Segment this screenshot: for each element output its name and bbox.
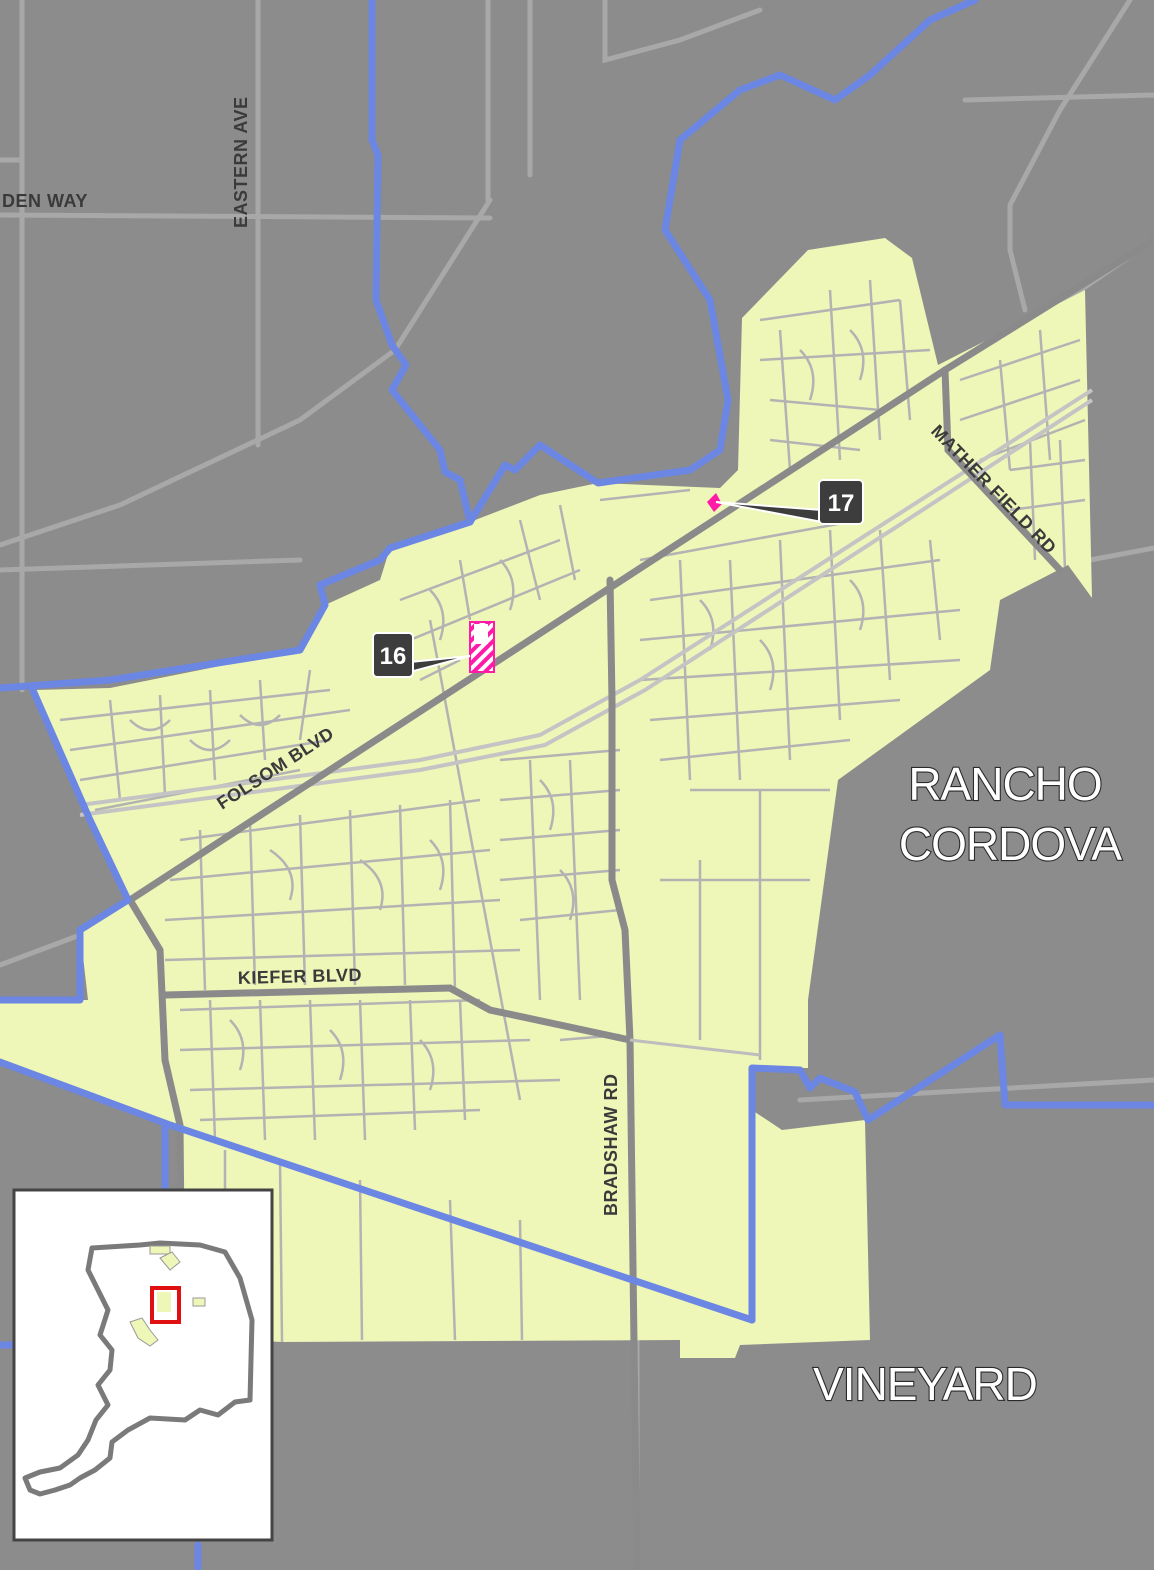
locator-inset-map[interactable]: [12, 1188, 274, 1542]
boundary-west-creek: [368, 0, 474, 526]
boundary-north-river: [0, 0, 979, 692]
place-label-cordova: CORDOVA: [899, 818, 1122, 870]
callout-17-number: 17: [828, 490, 855, 517]
site-17-parcel[interactable]: [707, 493, 722, 512]
boundary-west-edge: [0, 684, 132, 1004]
kiefer-extension-line: [629, 1038, 761, 1057]
road-label-kiefer-blvd: KIEFER BLVD: [238, 965, 363, 988]
road-label-bradshaw-rd: BRADSHAW RD: [601, 1074, 621, 1217]
place-label-vineyard: VINEYARD: [813, 1358, 1037, 1410]
inset-area-south: [129, 1317, 159, 1347]
inset-area-east: [192, 1297, 206, 1307]
boundary-south-diagonal: [0, 1058, 756, 1324]
road-label-eastern-ave: EASTERN AVE: [231, 96, 251, 228]
inset-area-north: [149, 1245, 171, 1255]
inset-highlight-box: [150, 1286, 181, 1324]
boundary-southeast: [748, 1031, 1154, 1324]
mather-field-rd-line: [941, 366, 1064, 574]
callout-16[interactable]: 16: [372, 632, 471, 678]
place-label-rancho: RANCHO: [908, 758, 1101, 810]
inset-area-north2: [159, 1251, 181, 1271]
parcel-cutout: [474, 624, 488, 644]
kiefer-blvd-line: [161, 984, 634, 1044]
site-16-parcel[interactable]: [469, 621, 495, 673]
callout-box: [372, 632, 414, 678]
bradshaw-rd-line: [606, 576, 641, 1570]
road-label-garden-way: DEN WAY: [2, 191, 88, 211]
inset-study-area: [157, 1292, 171, 1312]
callout-box: [818, 479, 864, 525]
callout-17[interactable]: 17: [715, 479, 864, 525]
callout-16-number: 16: [380, 643, 407, 670]
parcel-marker-icon: [707, 493, 722, 512]
